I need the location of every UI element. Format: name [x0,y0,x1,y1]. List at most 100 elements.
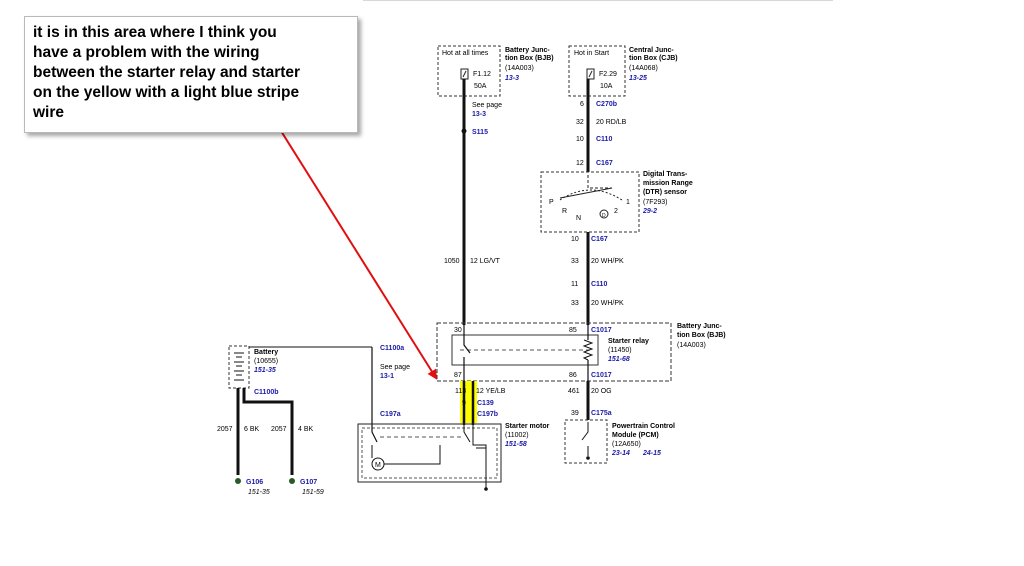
dtr-2: 2 [614,208,618,215]
pcm-wire-circuit: 461 [568,388,580,395]
relay-conn-top: C1017 [591,327,612,334]
relay-page-link: 151-68 [608,356,630,363]
g107-id: G107 [300,479,317,486]
pcm-name-1: Powertrain Control [612,423,675,430]
right-feed: 6 C270b 32 20 RD/LB 10 C110 12 C167 10 C… [571,79,627,325]
gw1-wire: 6 BK [244,426,260,433]
dtr-page-link: 29-2 [642,208,657,215]
g106-page: 151-35 [248,489,270,496]
cjb-part: (14A068) [629,65,658,72]
bjb-part: (14A003) [505,65,534,72]
dtr-sensor: P R N D 2 1 Digital Trans- mission Range… [540,171,693,233]
dtr-r: R [562,208,567,215]
rf-c4-conn: C167 [591,236,608,243]
cjb-page-link: 13-25 [629,75,647,82]
rf-c3-conn: C167 [596,160,613,167]
gw2-circuit: 2057 [271,426,287,433]
left-see-page-num: 13-3 [472,111,486,118]
rf-w2-circuit: 33 [571,258,579,265]
starter-wire-pin: 9 [462,400,466,407]
relay-bjb-2: tion Box (BJB) [677,332,726,339]
bjb-name-2: tion Box (BJB) [505,55,554,62]
rf-c1-pin: 6 [580,101,584,108]
cjb-fuse-amps: 10A [600,83,613,90]
relay-pin85: 85 [569,327,577,334]
annotation-text: it is in this area where I think you hav… [33,24,301,121]
annotation-callout: it is in this area where I think you hav… [24,16,358,133]
bjb-fuse-label: F1.12 [473,71,491,78]
relay-pin30: 30 [454,327,462,334]
dtr-n: N [576,215,581,222]
pcm-name-2: Module (PCM) [612,432,659,439]
battery-see-page: 13-1 [380,373,394,380]
pcm-page-1: 23-14 [611,450,630,457]
battery-page: 151-35 [254,367,276,374]
rf-c1-conn: C270b [596,101,617,108]
cjb-fuse-label: F2.29 [599,71,617,78]
starter-motor: M Starter motor (11002) 151-58 [357,423,550,491]
starter-page: 151-58 [505,441,527,448]
g106-icon [235,478,241,484]
bjb-name-1: Battery Junc- [505,47,550,54]
left-see-page: See page [472,102,502,109]
left-circuit: 1050 [444,258,460,265]
dtr-name-1: Digital Trans- [643,171,688,178]
starter-name: Starter motor [505,423,550,430]
battery: Battery (10655) 151-35 C1100b C1100a See… [228,345,410,425]
g107-page: 151-59 [302,489,324,496]
rf-c4-pin: 10 [571,236,579,243]
dtr-d: D [602,213,606,219]
battery-conn: C1100b [254,389,279,396]
battery-name: Battery [254,349,278,356]
pcm-wire-conn: C175a [591,410,612,417]
relay-pin86: 86 [569,372,577,379]
battery-part: (10655) [254,358,278,365]
starter-relay: 30 85 C1017 Starter relay (11450) 151-68… [436,322,726,382]
starter-part: (11002) [505,432,529,439]
rf-w1-circuit: 32 [576,119,584,126]
left-wire: 12 LG/VT [470,258,501,265]
dtr-name-3: (DTR) sensor [643,189,687,196]
top-rule [363,0,833,1]
dtr-part: (7F293) [643,199,668,206]
starter-wire-conn1: C139 [477,400,494,407]
rf-c2-pin: 10 [576,136,584,143]
gw2-wire: 4 BK [298,426,314,433]
bjb-fuse-box: Hot at all times F1.12 50A Battery Junc-… [437,45,554,97]
rf-c3-pin: 12 [576,160,584,167]
rf-c2-conn: C110 [596,136,612,143]
dtr-name-2: mission Range [643,180,693,187]
left-feed: See page 13-3 S115 1050 12 LG/VT [444,79,502,325]
pcm-part: (12A650) [612,441,641,448]
pcm-wire-pin: 39 [571,410,579,417]
starter-wire-circuit: 113 [455,388,466,395]
rf-w1-wire: 20 RD/LB [596,119,627,126]
cjb-name-1: Central Junc- [629,47,674,54]
relay-conn-bot: C1017 [591,372,612,379]
starter-wire-conn2: C197b [477,411,498,418]
gw1-circuit: 2057 [217,426,233,433]
rf-w3-circuit: 33 [571,300,579,307]
battery-see: See page [380,364,410,371]
rf-c5-conn: C110 [591,281,607,288]
pcm-branch: 461 20 OG 39 C175a Powertrain Control Mo… [564,381,675,464]
cjb-hot-label: Hot in Start [574,50,609,57]
starter-wire-color: 12 YE/LB [476,388,506,395]
bjb-fuse-amps: 50A [474,83,487,90]
battery-conn-a: C1100a [380,345,404,352]
rf-w3-wire: 20 WH/PK [591,300,624,307]
relay-part: (11450) [608,347,632,354]
rf-w2-wire: 20 WH/PK [591,258,624,265]
cjb-fuse-box: Hot in Start F2.29 10A Central Junc- tio… [568,45,678,97]
battery-conn-b: C197a [380,411,401,418]
relay-bjb-1: Battery Junc- [677,323,722,330]
dtr-1: 1 [626,199,630,206]
cjb-name-2: tion Box (CJB) [629,55,678,62]
bjb-page-link: 13-3 [505,75,519,82]
bjb-hot-label: Hot at all times [442,50,489,57]
g106-id: G106 [246,479,263,486]
pcm-page-2: 24-15 [642,450,661,457]
splice-s115: S115 [472,129,488,136]
rf-c5-pin: 11 [571,281,578,288]
